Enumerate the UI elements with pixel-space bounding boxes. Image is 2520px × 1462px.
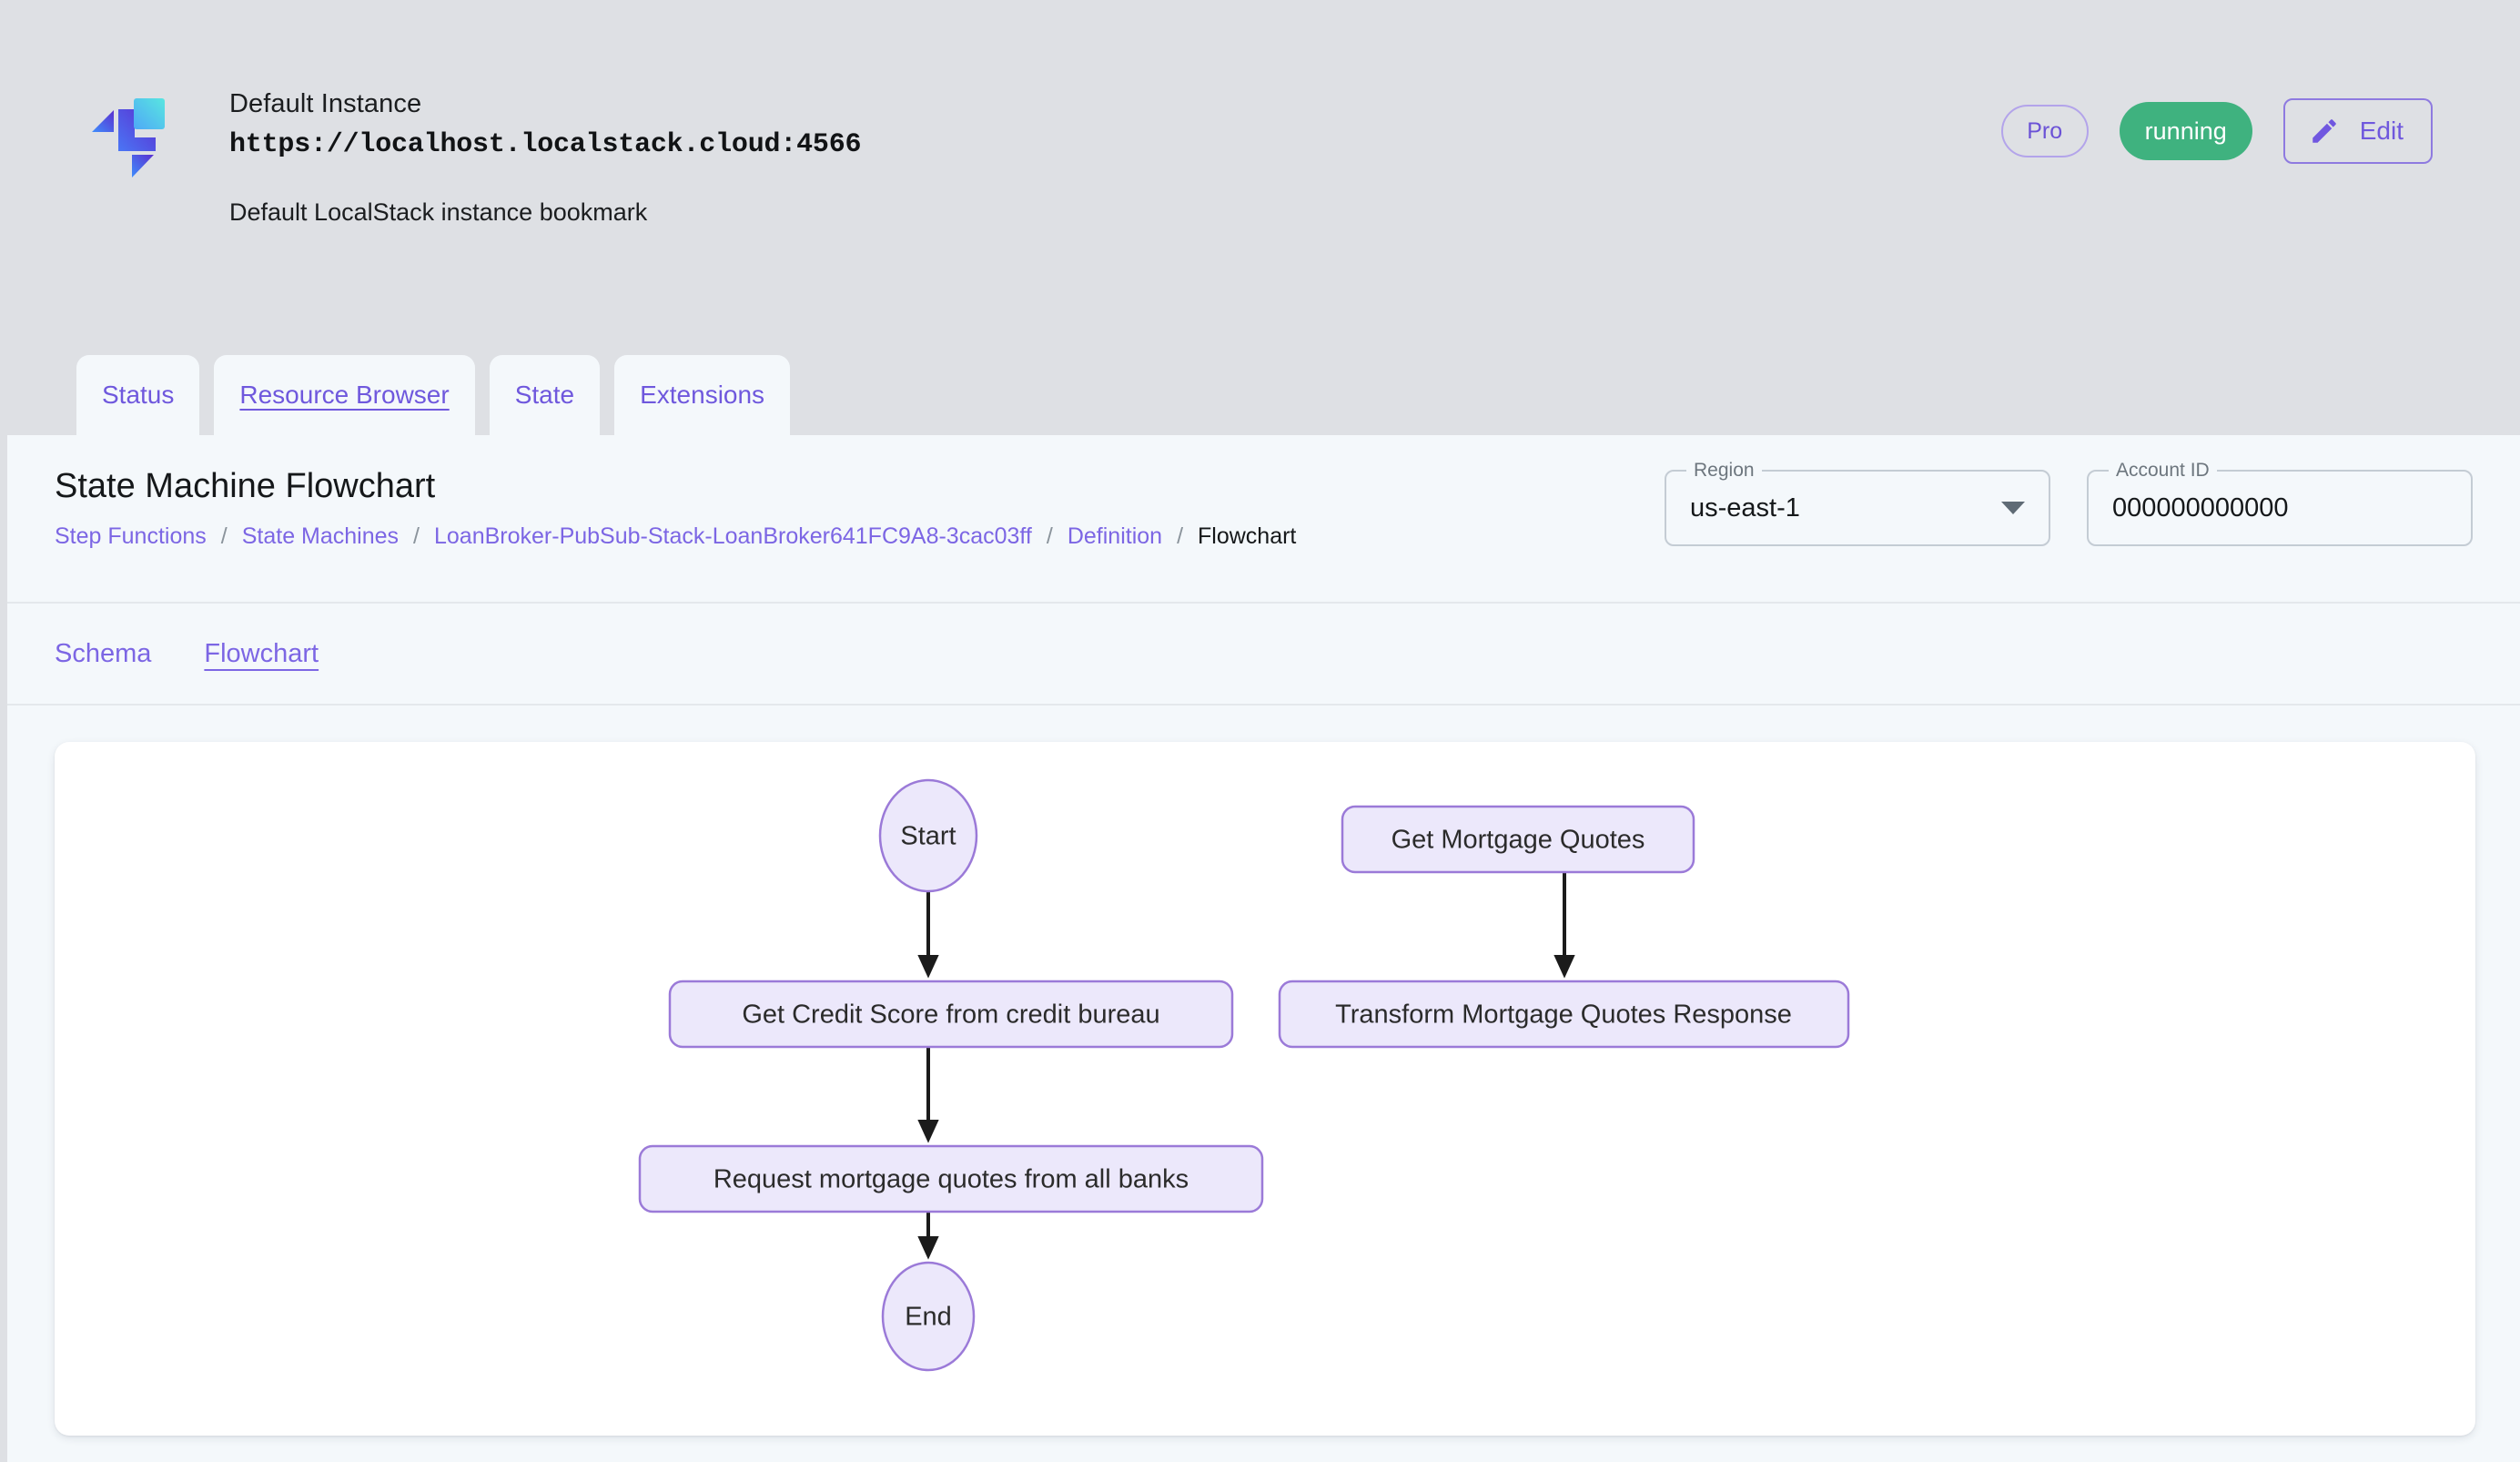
- flow-node-transform-quotes-label: Transform Mortgage Quotes Response: [1335, 1000, 1792, 1030]
- page-header: State Machine Flowchart Step Functions /…: [7, 435, 2520, 604]
- region-select[interactable]: Region us-east-1: [1665, 460, 2050, 546]
- pencil-icon: [2309, 116, 2340, 147]
- tab-resource-browser[interactable]: Resource Browser: [214, 355, 475, 435]
- instance-meta: Default Instance https://localhost.local…: [229, 84, 862, 229]
- pro-badge[interactable]: Pro: [2000, 105, 2089, 157]
- instance-summary: Default Instance https://localhost.local…: [87, 84, 862, 229]
- breadcrumb-item-state-machine-name[interactable]: LoanBroker-PubSub-Stack-LoanBroker641FC9…: [434, 523, 1032, 549]
- tab-state[interactable]: State: [489, 355, 601, 435]
- subtab-flowchart-label: Flowchart: [204, 638, 319, 668]
- subtab-flowchart[interactable]: Flowchart: [204, 639, 319, 669]
- account-id-value: 000000000000: [2112, 492, 2289, 523]
- page-title: State Machine Flowchart: [55, 467, 436, 505]
- tab-resource-browser-label: Resource Browser: [239, 381, 450, 409]
- filter-fields: Region us-east-1 Account ID 000000000000: [1665, 460, 2473, 546]
- instance-name: Default Instance: [229, 89, 422, 118]
- breadcrumb: Step Functions / State Machines / LoanBr…: [55, 520, 1296, 553]
- tab-state-label: State: [514, 381, 575, 409]
- sub-tabs: Schema Flowchart: [7, 604, 2520, 706]
- app-header: Default Instance https://localhost.local…: [0, 0, 2520, 435]
- breadcrumb-separator: /: [1046, 523, 1053, 549]
- account-id-label: Account ID: [2109, 460, 2217, 482]
- flow-node-request-quotes[interactable]: Request mortgage quotes from all banks: [638, 1144, 1264, 1213]
- localstack-logo-icon: [87, 87, 175, 182]
- subtab-schema[interactable]: Schema: [55, 639, 151, 669]
- edit-button-label: Edit: [2359, 117, 2404, 145]
- region-label: Region: [1686, 460, 1762, 482]
- flow-node-get-credit-score-label: Get Credit Score from credit bureau: [742, 1000, 1159, 1030]
- flow-node-request-quotes-label: Request mortgage quotes from all banks: [713, 1165, 1189, 1194]
- region-value: us-east-1: [1690, 492, 1800, 523]
- main-tabs: Status Resource Browser State Extensions: [76, 355, 791, 435]
- content-panel: State Machine Flowchart Step Functions /…: [7, 435, 2520, 1462]
- breadcrumb-item-state-machines[interactable]: State Machines: [241, 523, 400, 549]
- breadcrumb-item-flowchart: Flowchart: [1198, 523, 1297, 549]
- breadcrumb-item-definition[interactable]: Definition: [1067, 523, 1163, 549]
- flowchart-card: Start Get Credit Score from credit burea…: [55, 742, 2475, 1436]
- flow-node-get-credit-score[interactable]: Get Credit Score from credit bureau: [668, 980, 1234, 1049]
- subtab-schema-label: Schema: [55, 638, 152, 668]
- instance-description: Default LocalStack instance bookmark: [229, 198, 648, 226]
- tab-status[interactable]: Status: [76, 355, 200, 435]
- status-badge: running: [2119, 102, 2252, 160]
- flow-node-start[interactable]: Start: [878, 778, 978, 893]
- instance-url: https://localhost.localstack.cloud:4566: [229, 129, 862, 160]
- tab-status-label: Status: [102, 381, 175, 409]
- flow-node-get-mortgage-quotes[interactable]: Get Mortgage Quotes: [1341, 805, 1695, 874]
- flow-node-start-label: Start: [900, 822, 956, 851]
- flow-node-get-mortgage-quotes-label: Get Mortgage Quotes: [1392, 826, 1645, 855]
- account-id-field[interactable]: Account ID 000000000000: [2087, 460, 2473, 546]
- tab-extensions-label: Extensions: [640, 381, 765, 409]
- edit-button[interactable]: Edit: [2282, 98, 2433, 164]
- flow-node-transform-quotes[interactable]: Transform Mortgage Quotes Response: [1278, 980, 1850, 1049]
- flow-node-end-label: End: [905, 1303, 952, 1332]
- breadcrumb-separator: /: [220, 523, 228, 549]
- breadcrumb-item-step-functions[interactable]: Step Functions: [55, 523, 207, 549]
- state-machine-flowchart[interactable]: Start Get Credit Score from credit burea…: [55, 742, 2475, 1436]
- chevron-down-icon[interactable]: [2001, 502, 2025, 514]
- header-controls: Pro running Edit: [2000, 98, 2433, 164]
- flow-node-end[interactable]: End: [881, 1261, 976, 1372]
- breadcrumb-separator: /: [1177, 523, 1184, 549]
- breadcrumb-separator: /: [413, 523, 420, 549]
- tab-extensions[interactable]: Extensions: [614, 355, 791, 435]
